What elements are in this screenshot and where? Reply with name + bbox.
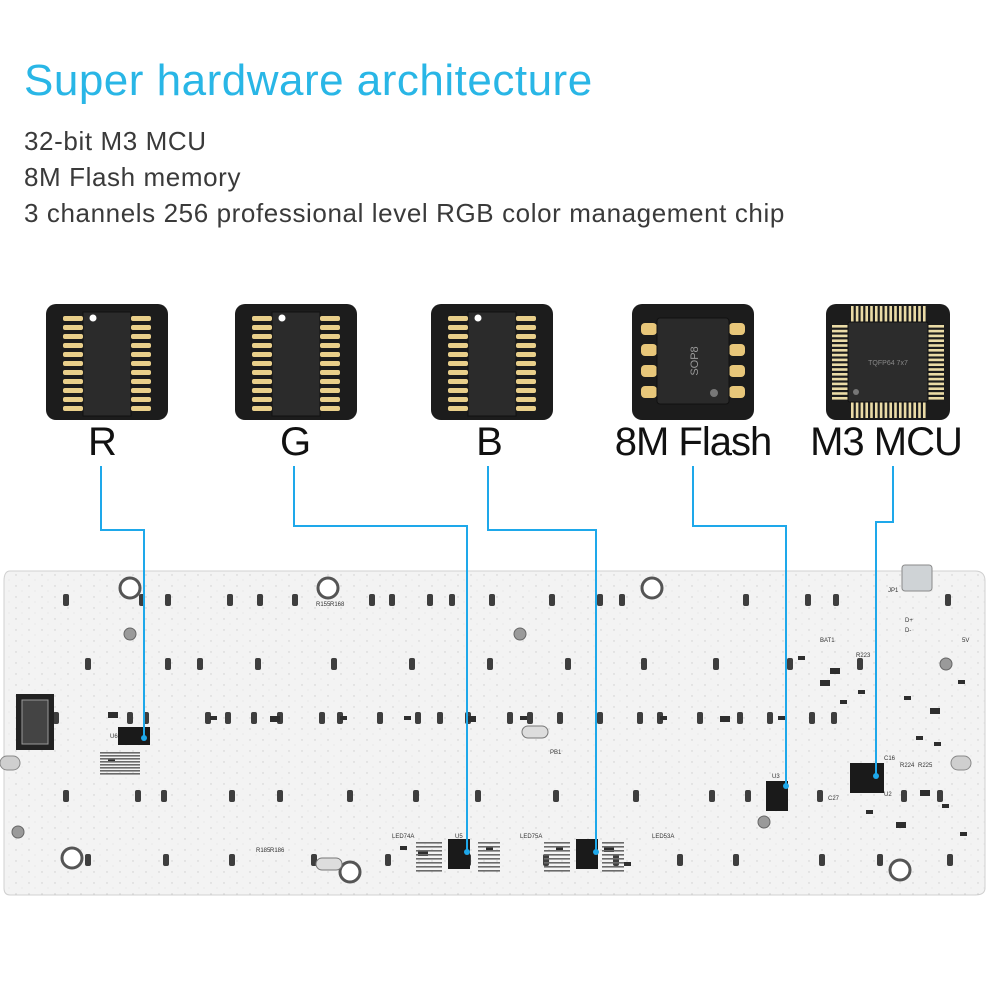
label-bat1: BAT1	[820, 638, 835, 644]
label-r168: R168	[330, 602, 345, 608]
label-led75a: LED75A	[520, 834, 542, 840]
label-r186: R186	[270, 848, 285, 854]
label-5v: 5V	[962, 638, 969, 644]
flash-package-text: SOP8	[689, 346, 701, 375]
label-led53a: LED53A	[652, 834, 674, 840]
chip-icon-r	[46, 304, 168, 420]
label-u2: U2	[884, 792, 892, 798]
label-jp1: JP1	[888, 588, 899, 594]
label-u5: U5	[455, 834, 463, 840]
label-c27: C27	[828, 796, 840, 802]
label-r155: R155	[316, 602, 331, 608]
chip-label-mcu: M3 MCU	[810, 420, 963, 464]
chip-label-g: G	[279, 420, 311, 464]
chip-label-r: R	[88, 420, 117, 464]
label-r185: R185	[256, 848, 271, 854]
label-r225: R225	[918, 763, 933, 769]
label-pb1: PB1	[550, 750, 562, 756]
chip-icon-b	[431, 304, 553, 420]
label-dplus: D+	[905, 618, 913, 624]
feature-flash: 8M Flash memory	[24, 162, 242, 192]
connection-dots	[141, 735, 879, 855]
label-u6: U6	[110, 734, 118, 740]
label-u3: U3	[772, 774, 780, 780]
chip-icon-g	[235, 304, 357, 420]
chip-icon-mcu: TQFP64 7x7	[826, 304, 950, 420]
chip-label-flash: 8M Flash	[614, 420, 773, 464]
chip-label-b: B	[476, 420, 503, 464]
chip-icon-flash: SOP8	[632, 304, 754, 420]
feature-rgb-chip: 3 channels 256 professional level RGB co…	[24, 198, 785, 228]
line-r	[100, 466, 145, 738]
connection-lines	[100, 466, 894, 852]
label-dminus: D-	[905, 628, 911, 634]
label-led74a: LED74A	[392, 834, 414, 840]
line-g	[293, 466, 468, 852]
page-title: Super hardware architecture	[24, 56, 593, 105]
pcb-board: LED74A LED75A LED53A U5 U6 U3 U2 PB1 BAT…	[0, 564, 986, 896]
label-c16: C16	[884, 756, 896, 762]
label-r223: R223	[856, 653, 871, 659]
line-b	[487, 466, 597, 852]
label-r224: R224	[900, 763, 915, 769]
mcu-package-text: TQFP64 7x7	[868, 360, 908, 367]
line-flash	[692, 466, 787, 786]
feature-mcu: 32-bit M3 MCU	[24, 126, 207, 156]
line-mcu	[875, 466, 894, 776]
